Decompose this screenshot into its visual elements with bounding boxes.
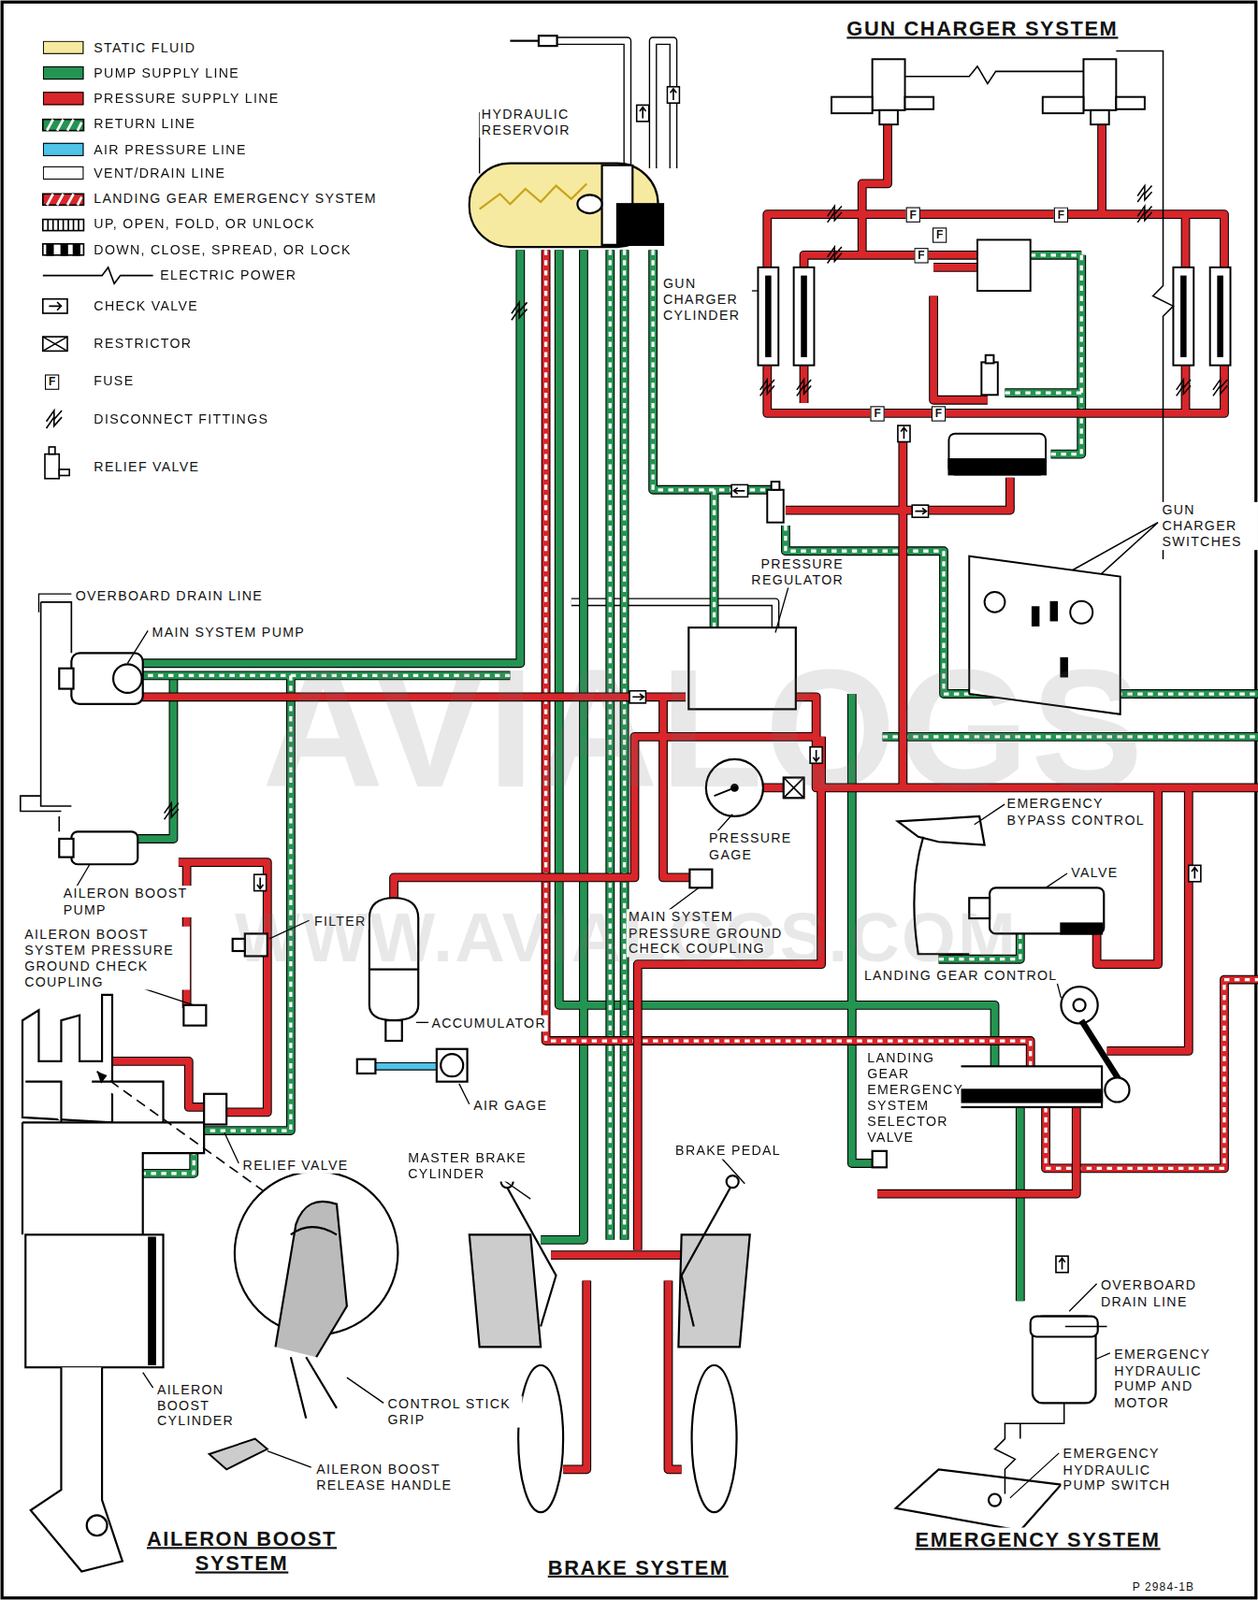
- watermark: WWW.AVIALOGS.COM: [232, 896, 1020, 980]
- callout-label: PRESSURE REGULATOR: [744, 556, 846, 589]
- callout-label: EMERGENCY HYDRAULIC PUMP AND MOTOR: [1112, 1346, 1224, 1411]
- callout-label: MASTER BRAKE CYLINDER: [405, 1150, 538, 1183]
- drawing-number: P 2984-1B: [1130, 1580, 1198, 1594]
- section-title: EMERGENCY SYSTEM: [912, 1528, 1163, 1553]
- legend-swatch: [43, 41, 85, 55]
- callout-label: PRESSURE GAGE: [707, 830, 804, 863]
- legend-swatch: [43, 143, 85, 157]
- callout-label: AILERON BOOST CYLINDER: [155, 1381, 242, 1430]
- fuse-symbol: F: [869, 405, 884, 421]
- legend-text: RETURN LINE: [91, 115, 198, 131]
- section-title: AILERON BOOST SYSTEM: [143, 1526, 342, 1576]
- callout-label: RELIEF VALVE: [240, 1156, 350, 1173]
- section-title: BRAKE SYSTEM: [546, 1555, 731, 1580]
- callout-label: AILERON BOOST SYSTEM PRESSURE GROUND CHE…: [22, 926, 190, 991]
- callout-label: OVERBOARD DRAIN LINE: [1098, 1277, 1205, 1310]
- callout-label: HYDRAULIC RESERVOIR: [479, 105, 592, 138]
- legend-text: DISCONNECT FITTINGS: [91, 411, 271, 427]
- fuse-symbol: F: [44, 374, 59, 390]
- callout-label: ACCUMULATOR: [429, 1015, 549, 1032]
- callout-label: OVERBOARD DRAIN LINE: [73, 588, 266, 605]
- fuse-symbol: F: [913, 247, 928, 263]
- callout-label: BRAKE PEDAL: [673, 1142, 783, 1159]
- legend-text: UP, OPEN, FOLD, OR UNLOCK: [91, 216, 318, 232]
- callout-label: AIR GAGE: [471, 1098, 550, 1114]
- legend-text: RELIEF VALVE: [91, 459, 202, 475]
- fuse-symbol: F: [1054, 207, 1069, 223]
- callout-label: AILERON BOOST PUMP: [60, 885, 203, 918]
- section-title: GUN CHARGER SYSTEM: [844, 15, 1120, 41]
- legend-text: PRESSURE SUPPLY LINE: [91, 90, 282, 106]
- legend-swatch: [43, 166, 85, 180]
- legend-swatch: [43, 91, 85, 105]
- callout-label: EMERGENCY HYDRAULIC PUMP SWITCH: [1060, 1445, 1177, 1494]
- legend-text: STATIC FLUID: [91, 40, 198, 56]
- legend-text: LANDING GEAR EMERGENCY SYSTEM: [91, 190, 379, 206]
- fuse-symbol: F: [931, 405, 946, 421]
- legend-text: FUSE: [91, 373, 136, 389]
- legend-swatch: [43, 66, 85, 80]
- watermark: AVIALOGS: [260, 627, 1147, 830]
- legend-text: VENT/DRAIN LINE: [91, 165, 228, 181]
- legend-text: DOWN, CLOSE, SPREAD, OR LOCK: [91, 242, 354, 258]
- fuse-symbol: F: [932, 227, 947, 243]
- callout-label: VALVE: [1069, 865, 1121, 882]
- callout-label: GUN CHARGER CYLINDER: [661, 275, 752, 324]
- callout-label: LANDING GEAR EMERGENCY SYSTEM SELECTOR V…: [865, 1050, 962, 1146]
- legend-text: ELECTRIC POWER: [158, 267, 299, 283]
- legend-text: RESTRICTOR: [91, 335, 194, 351]
- legend-text: PUMP SUPPLY LINE: [91, 65, 242, 81]
- legend-text: CHECK VALVE: [91, 298, 201, 314]
- fuse-symbol: F: [906, 207, 921, 223]
- callout-label: GUN CHARGER SWITCHES: [1159, 502, 1258, 550]
- callout-label: AILERON BOOST RELEASE HANDLE: [314, 1461, 482, 1494]
- legend-text: AIR PRESSURE LINE: [91, 142, 249, 158]
- callout-label: CONTROL STICK GRIP: [385, 1396, 522, 1429]
